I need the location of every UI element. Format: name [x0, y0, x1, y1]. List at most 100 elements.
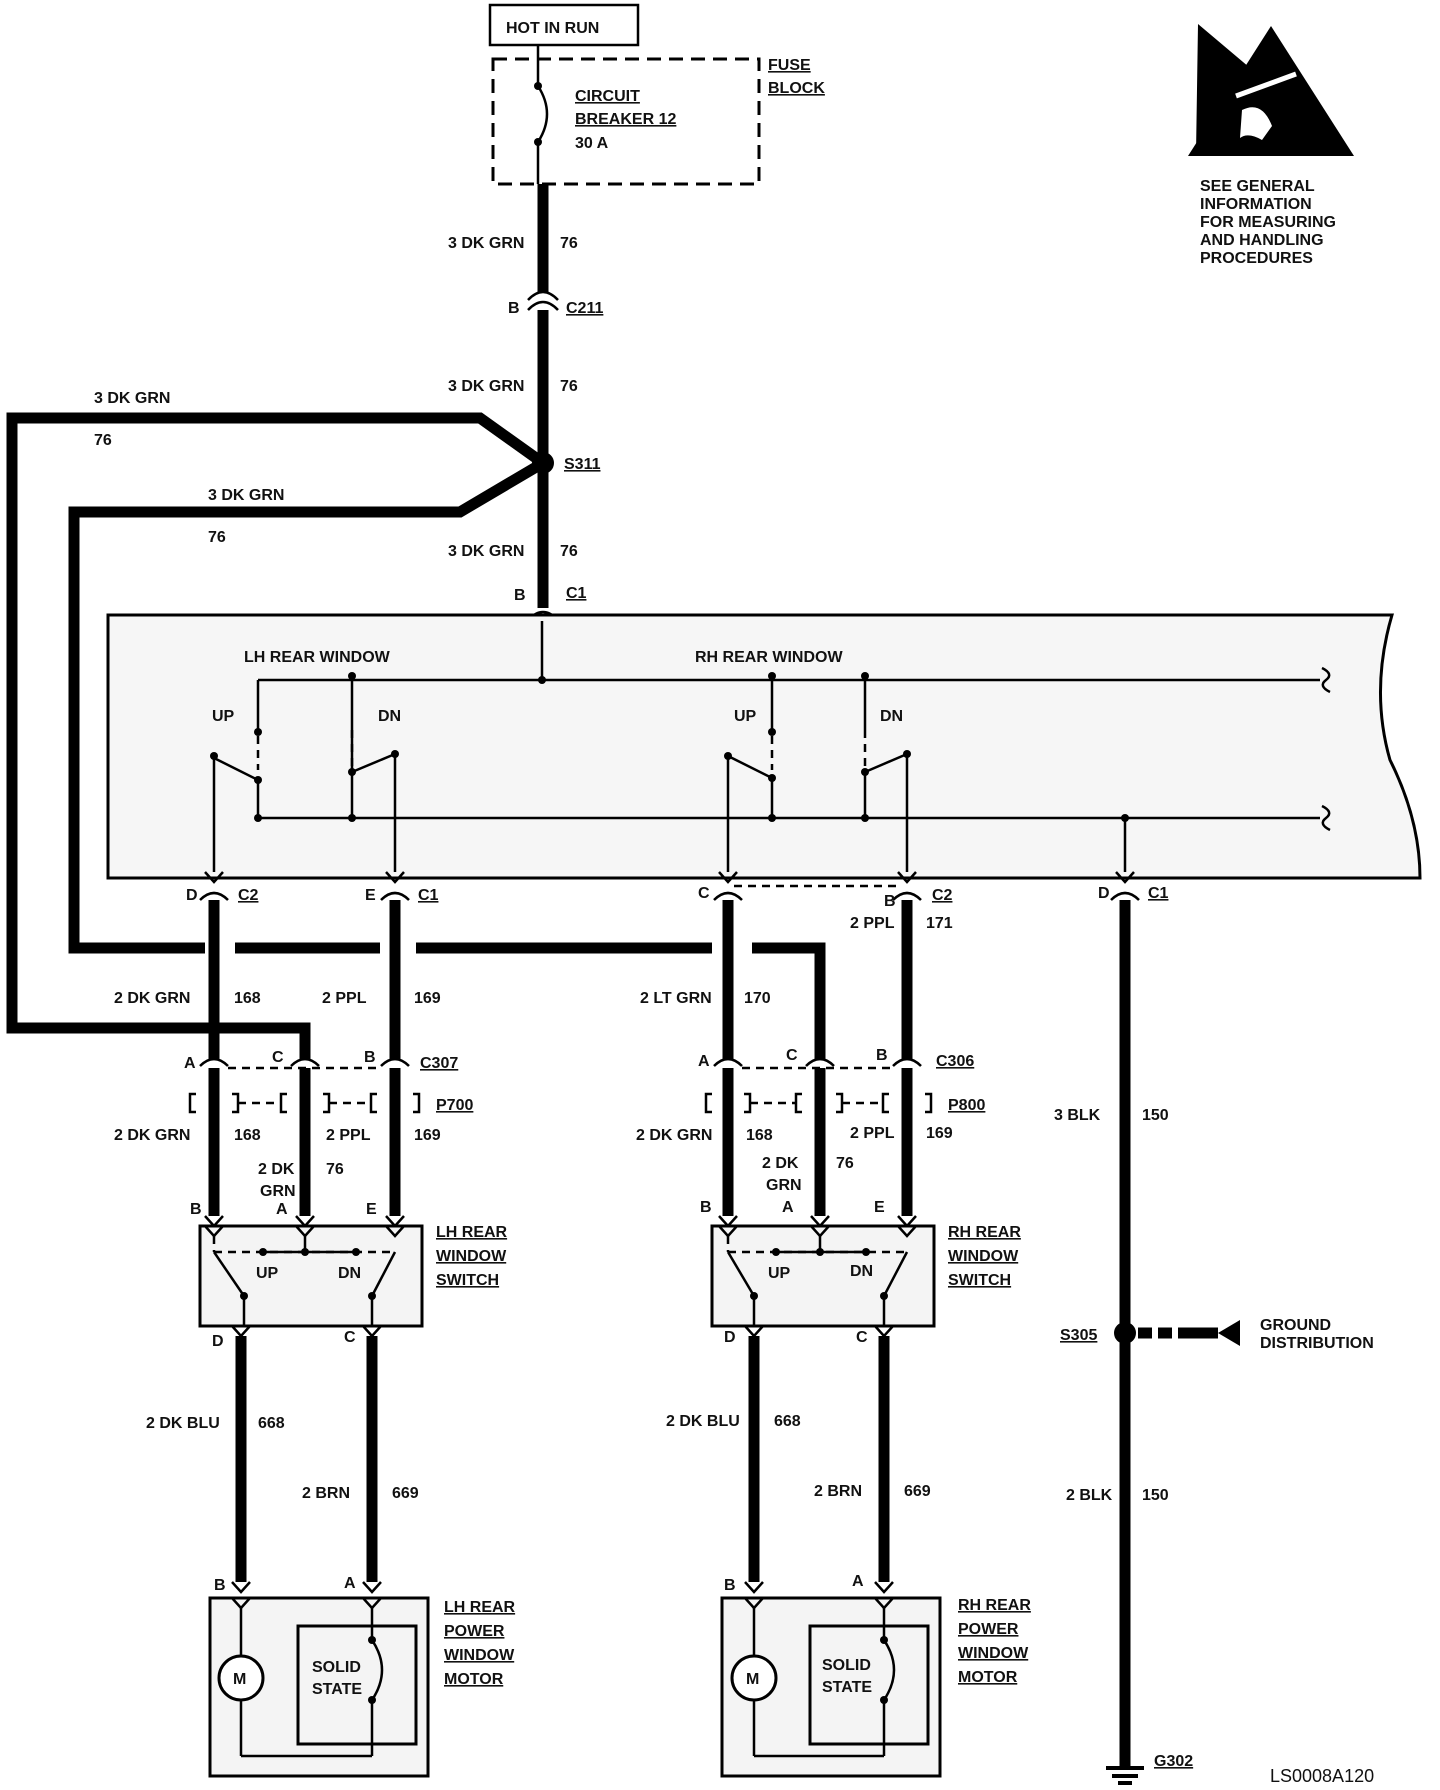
rh-dn-blade [864, 752, 908, 774]
wire-76-inner-branch [68, 458, 546, 954]
rh-wire-76-num: 76 [836, 1155, 854, 1172]
fuse-block-label-2: BLOCK [768, 80, 825, 97]
ground-dist-1: GROUND [1260, 1317, 1331, 1334]
rh-wire-168b-num: 168 [746, 1127, 773, 1144]
wire-168-color: 2 DK GRN [114, 990, 190, 1007]
lh-motor-pin-a: A [344, 1575, 356, 1592]
lh-motor-name-1: LH REAR [444, 1599, 516, 1616]
rh-dn-top [861, 672, 869, 680]
wire-169-num: 169 [414, 990, 441, 1007]
esd-note-4: AND HANDLING [1200, 232, 1324, 249]
breaker-terminal-top [534, 82, 542, 90]
c1-right-pin: D [1098, 885, 1110, 902]
lh-switch-pin-b: B [190, 1201, 202, 1218]
wire-76-lh-num: 76 [326, 1161, 344, 1178]
wire-76-mid-color: 3 DK GRN [448, 378, 524, 395]
inner-branch-num: 76 [208, 529, 226, 546]
rh-motor-name-3: WINDOW [958, 1645, 1029, 1662]
figure-id: LS0008A120 [1270, 1766, 1374, 1786]
wire-168-num: 168 [234, 990, 261, 1007]
wire-150a-color: 3 BLK [1054, 1107, 1101, 1124]
rh-switch-pin-e: E [874, 1199, 885, 1216]
rh-motor-name-1: RH REAR [958, 1597, 1031, 1614]
wire-668-rh-color: 2 DK BLU [666, 1413, 740, 1430]
outer-branch-color: 3 DK GRN [94, 390, 170, 407]
c307-pin-c: C [272, 1049, 284, 1066]
hot-in-run-label: HOT IN RUN [506, 20, 599, 37]
lh-switch-pin-d: D [212, 1333, 224, 1350]
wire-668-rh-num: 668 [774, 1413, 801, 1430]
wire-171-num: 171 [926, 915, 953, 932]
wire-169b-num: 169 [414, 1127, 441, 1144]
c2-right-pin-c: C [698, 885, 710, 902]
rh-switch-dn: DN [850, 1263, 873, 1280]
bus-continue-icon [1321, 666, 1331, 694]
wire-669-lh-num: 669 [392, 1485, 419, 1502]
c307-pin-b: B [364, 1049, 376, 1066]
ground-symbol-icon [1106, 1766, 1144, 1785]
lh-up-contact [254, 728, 262, 736]
rh-up-bus-dot [768, 814, 776, 822]
rh-switch-name-1: RH REAR [948, 1224, 1021, 1241]
c1-left-pin: E [365, 887, 376, 904]
p700-connector-icon [188, 1092, 421, 1114]
lh-up-bus-dot [254, 814, 262, 822]
wire-669-rh-color: 2 BRN [814, 1483, 862, 1500]
wire-150b-color: 2 BLK [1066, 1487, 1113, 1504]
lh-motor-m: M [233, 1671, 246, 1688]
s305-label: S305 [1060, 1327, 1097, 1344]
lh-motor-name-4: MOTOR [444, 1671, 504, 1688]
esd-note-2: INFORMATION [1200, 196, 1312, 213]
lh-motor-input-arrows [231, 1581, 382, 1594]
c2-left-label: C2 [238, 887, 259, 904]
rh-up-top [768, 672, 776, 680]
lh-motor-name-3: WINDOW [444, 1647, 515, 1664]
wire-150b-num: 150 [1142, 1487, 1169, 1504]
lh-switch-pin-e: E [366, 1201, 377, 1218]
rh-motor-name-4: MOTOR [958, 1669, 1018, 1686]
c306-pin-c: C [786, 1047, 798, 1064]
lh-motor-name-2: POWER [444, 1623, 505, 1640]
rh-motor-pin-a: A [852, 1573, 864, 1590]
bus-junction [538, 676, 546, 684]
c307-pin-a: A [184, 1055, 196, 1072]
rh-dn-bus-dot [861, 814, 869, 822]
rh-motor-m: M [746, 1671, 759, 1688]
lh-switch-pin-a: A [276, 1201, 288, 1218]
lh-up-label: UP [212, 708, 235, 725]
wire-168b-color: 2 DK GRN [114, 1127, 190, 1144]
lower-bus-continue-icon [1321, 804, 1331, 832]
c211-connector-icon [527, 290, 559, 301]
lh-up-blade [213, 756, 259, 782]
rh-up-blade [727, 754, 773, 780]
lh-switch-up: UP [256, 1265, 279, 1282]
ground-dist-2: DISTRIBUTION [1260, 1335, 1374, 1352]
p700-label: P700 [436, 1097, 473, 1114]
wire-76-lower-color: 3 DK GRN [448, 543, 524, 560]
rh-switch-name-3: SWITCH [948, 1272, 1011, 1289]
lh-switch-internals [204, 1225, 405, 1326]
wire-170-color: 2 LT GRN [640, 990, 712, 1007]
circuit-breaker-icon [536, 85, 549, 143]
rh-motor-pin-b: B [724, 1577, 736, 1594]
c307-connector-icon [199, 1057, 410, 1070]
lh-rear-window-switch [198, 1224, 424, 1328]
wire-669-rh-num: 669 [904, 1483, 931, 1500]
c306-connector-icon [713, 1057, 922, 1070]
lh-dn-bus-dot [348, 814, 356, 822]
s311-label: S311 [564, 456, 601, 473]
esd-note-5: PROCEDURES [1200, 250, 1313, 267]
p800-connector-icon [704, 1092, 933, 1114]
rh-wire-76-color-1: 2 DK [762, 1155, 799, 1172]
c1-right-label: C1 [1148, 885, 1169, 902]
esd-triangle-icon [1188, 26, 1354, 156]
lh-switch-name-2: WINDOW [436, 1248, 507, 1265]
s305-splice-icon [1114, 1322, 1136, 1344]
rh-dn-label: DN [880, 708, 903, 725]
wire-76-lh-color-2: GRN [260, 1183, 296, 1200]
c211-pin-label: B [508, 300, 520, 317]
c306-pin-a: A [698, 1053, 710, 1070]
rh-motor-name-2: POWER [958, 1621, 1019, 1638]
esd-strike-icon [1235, 71, 1297, 99]
c2-right-pin-b: B [884, 893, 896, 910]
